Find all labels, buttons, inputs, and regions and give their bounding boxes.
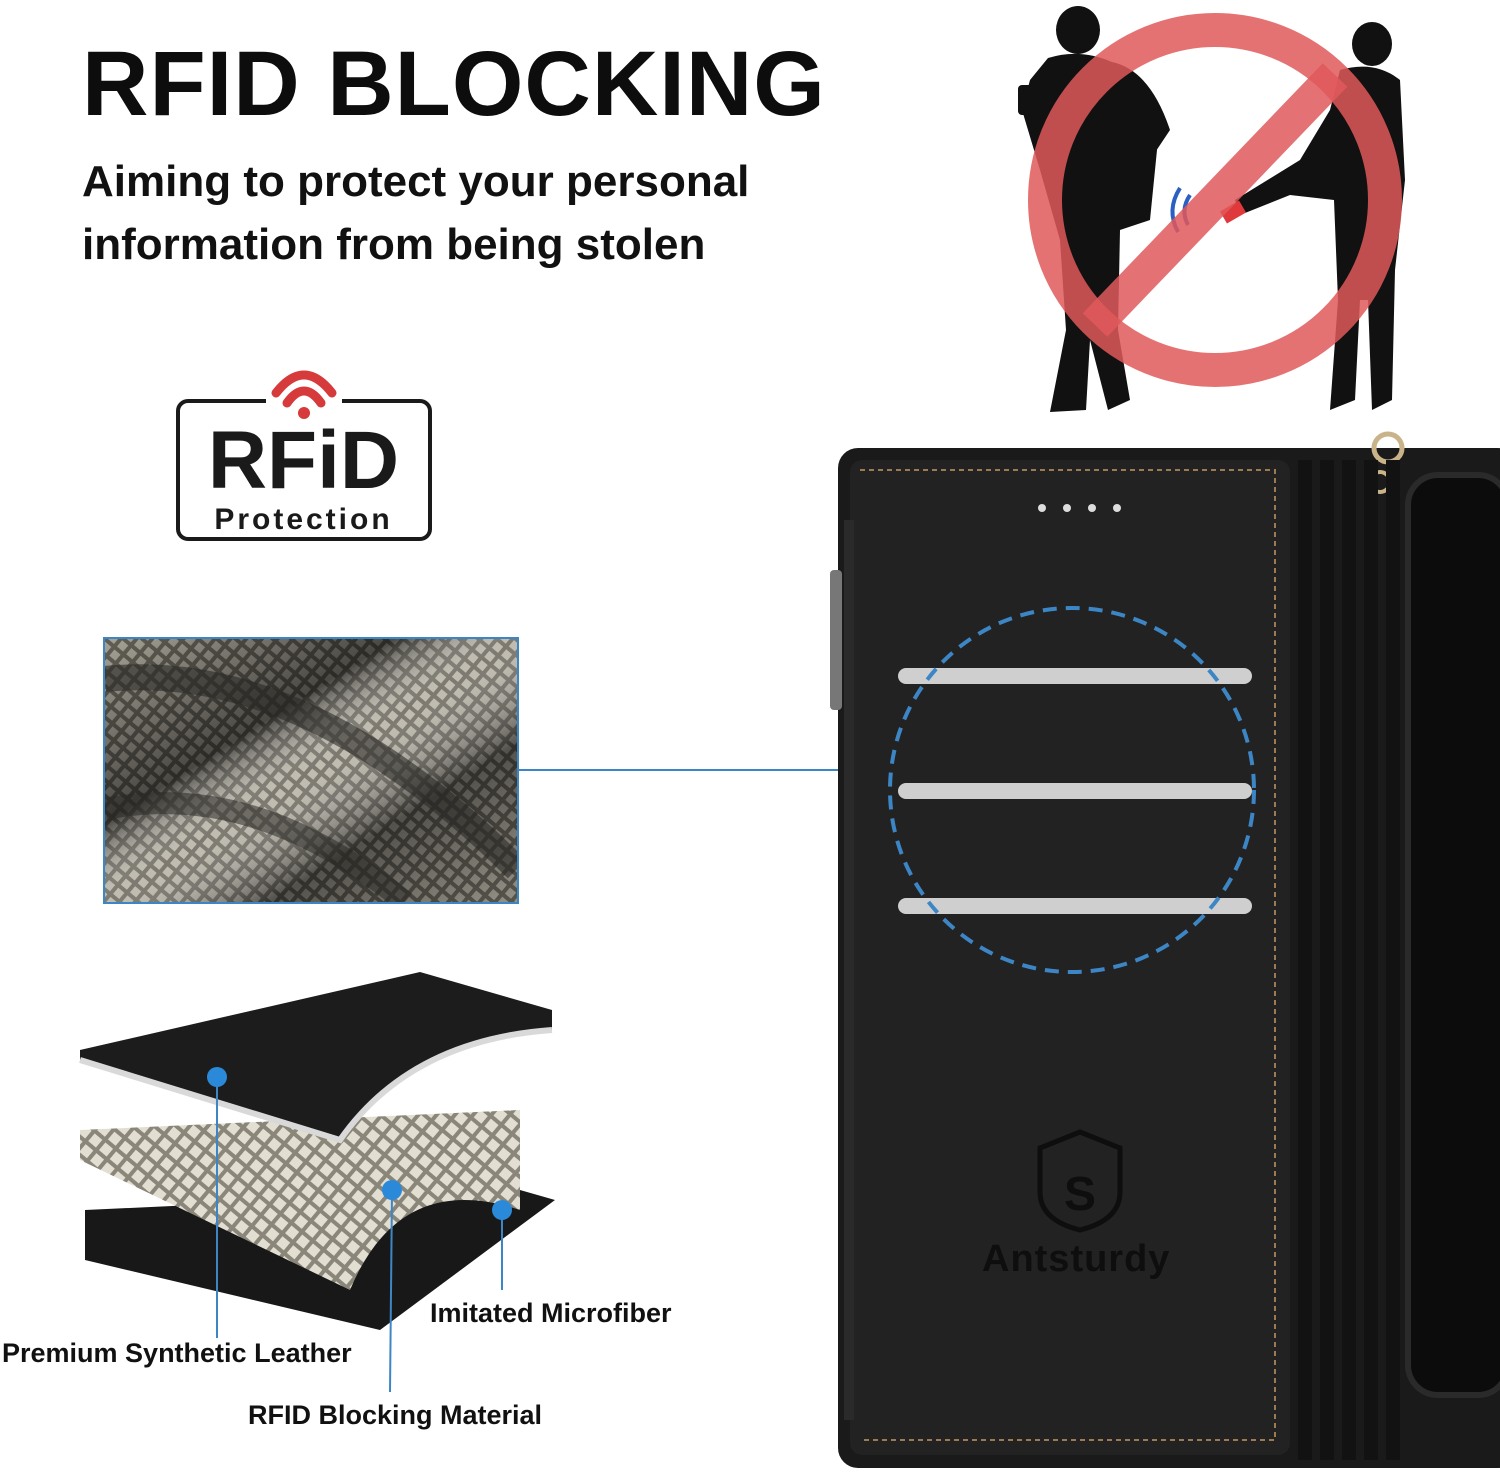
label-rfid-blocking-material: RFID Blocking Material: [248, 1400, 543, 1430]
connector-line: [517, 769, 892, 771]
rfid-protection-badge: RFiD Protection: [166, 355, 441, 550]
label-premium-synthetic-leather: Premium Synthetic Leather: [2, 1338, 352, 1368]
wallet-case-image: S: [830, 431, 1500, 1468]
wifi-signal-icon: [176, 370, 432, 541]
rfid-logo-subtitle: Protection: [214, 503, 393, 536]
wallet-brand-text: Antsturdy: [982, 1238, 1171, 1280]
label-imitated-microfiber: Imitated Microfiber: [430, 1298, 672, 1328]
rfid-logo-text: RFiD: [207, 415, 400, 506]
svg-text:S: S: [1064, 1168, 1096, 1221]
layer-diagram: [79, 972, 555, 1393]
subheadline: Aiming to protect your personal informat…: [82, 157, 750, 269]
pickpocket-prohibited-illustration: [1018, 6, 1405, 412]
headline: RFID BLOCKING: [82, 33, 826, 135]
rfid-fabric-closeup: [103, 637, 519, 904]
